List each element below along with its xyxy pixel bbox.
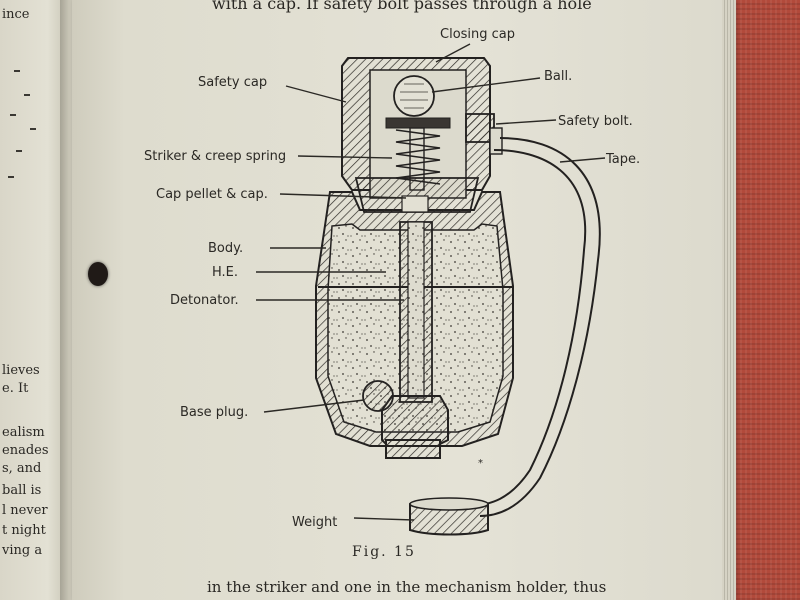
leader-lines [256, 43, 606, 521]
page-stack-edge [722, 0, 736, 600]
svg-text:*: * [478, 458, 483, 469]
label-closing-cap: Closing cap [440, 27, 515, 42]
base-ball [362, 380, 394, 412]
label-ball: Ball. [544, 69, 572, 84]
label-detonator: Detonator. [170, 293, 239, 308]
label-safety-bolt: Safety bolt. [558, 114, 633, 129]
left-fragment-4: ealism [2, 425, 45, 440]
label-base-plug: Base plug. [180, 405, 248, 420]
tape [469, 149, 587, 507]
label-body: Body. [208, 241, 243, 256]
figure-caption: Fig. 15 [352, 544, 416, 560]
left-fragment-2: lieves [2, 363, 40, 378]
bottom-text-line: in the striker and one in the mechanism … [207, 578, 607, 596]
left-fragment-1: ince [2, 7, 30, 22]
label-safety-cap: Safety cap [198, 75, 267, 90]
base-plug [381, 395, 449, 459]
left-fragment-6: s, and [2, 461, 42, 476]
top-text-line: with a cap. If safety bolt passes throug… [212, 0, 592, 13]
left-fragment-8: l never [2, 503, 48, 518]
left-page: ince lieves e. It ealism enades s, and b… [0, 0, 68, 600]
label-weight: Weight [292, 515, 337, 530]
left-fragment-5: enades [2, 443, 49, 458]
left-fragment-9: t night [2, 523, 46, 538]
label-tape: Tape. [605, 152, 640, 167]
label-striker-spring: Striker & creep spring [144, 149, 286, 164]
ball [393, 75, 435, 117]
left-fragment-10: ving a [2, 543, 43, 558]
left-fragment-3: e. It [2, 381, 29, 396]
label-he: H.E. [212, 265, 238, 280]
striker-spring [395, 129, 441, 185]
binding-hole [88, 262, 108, 286]
left-fragment-7: ball is [2, 483, 42, 498]
label-cap-pellet: Cap pellet & cap. [156, 187, 268, 202]
